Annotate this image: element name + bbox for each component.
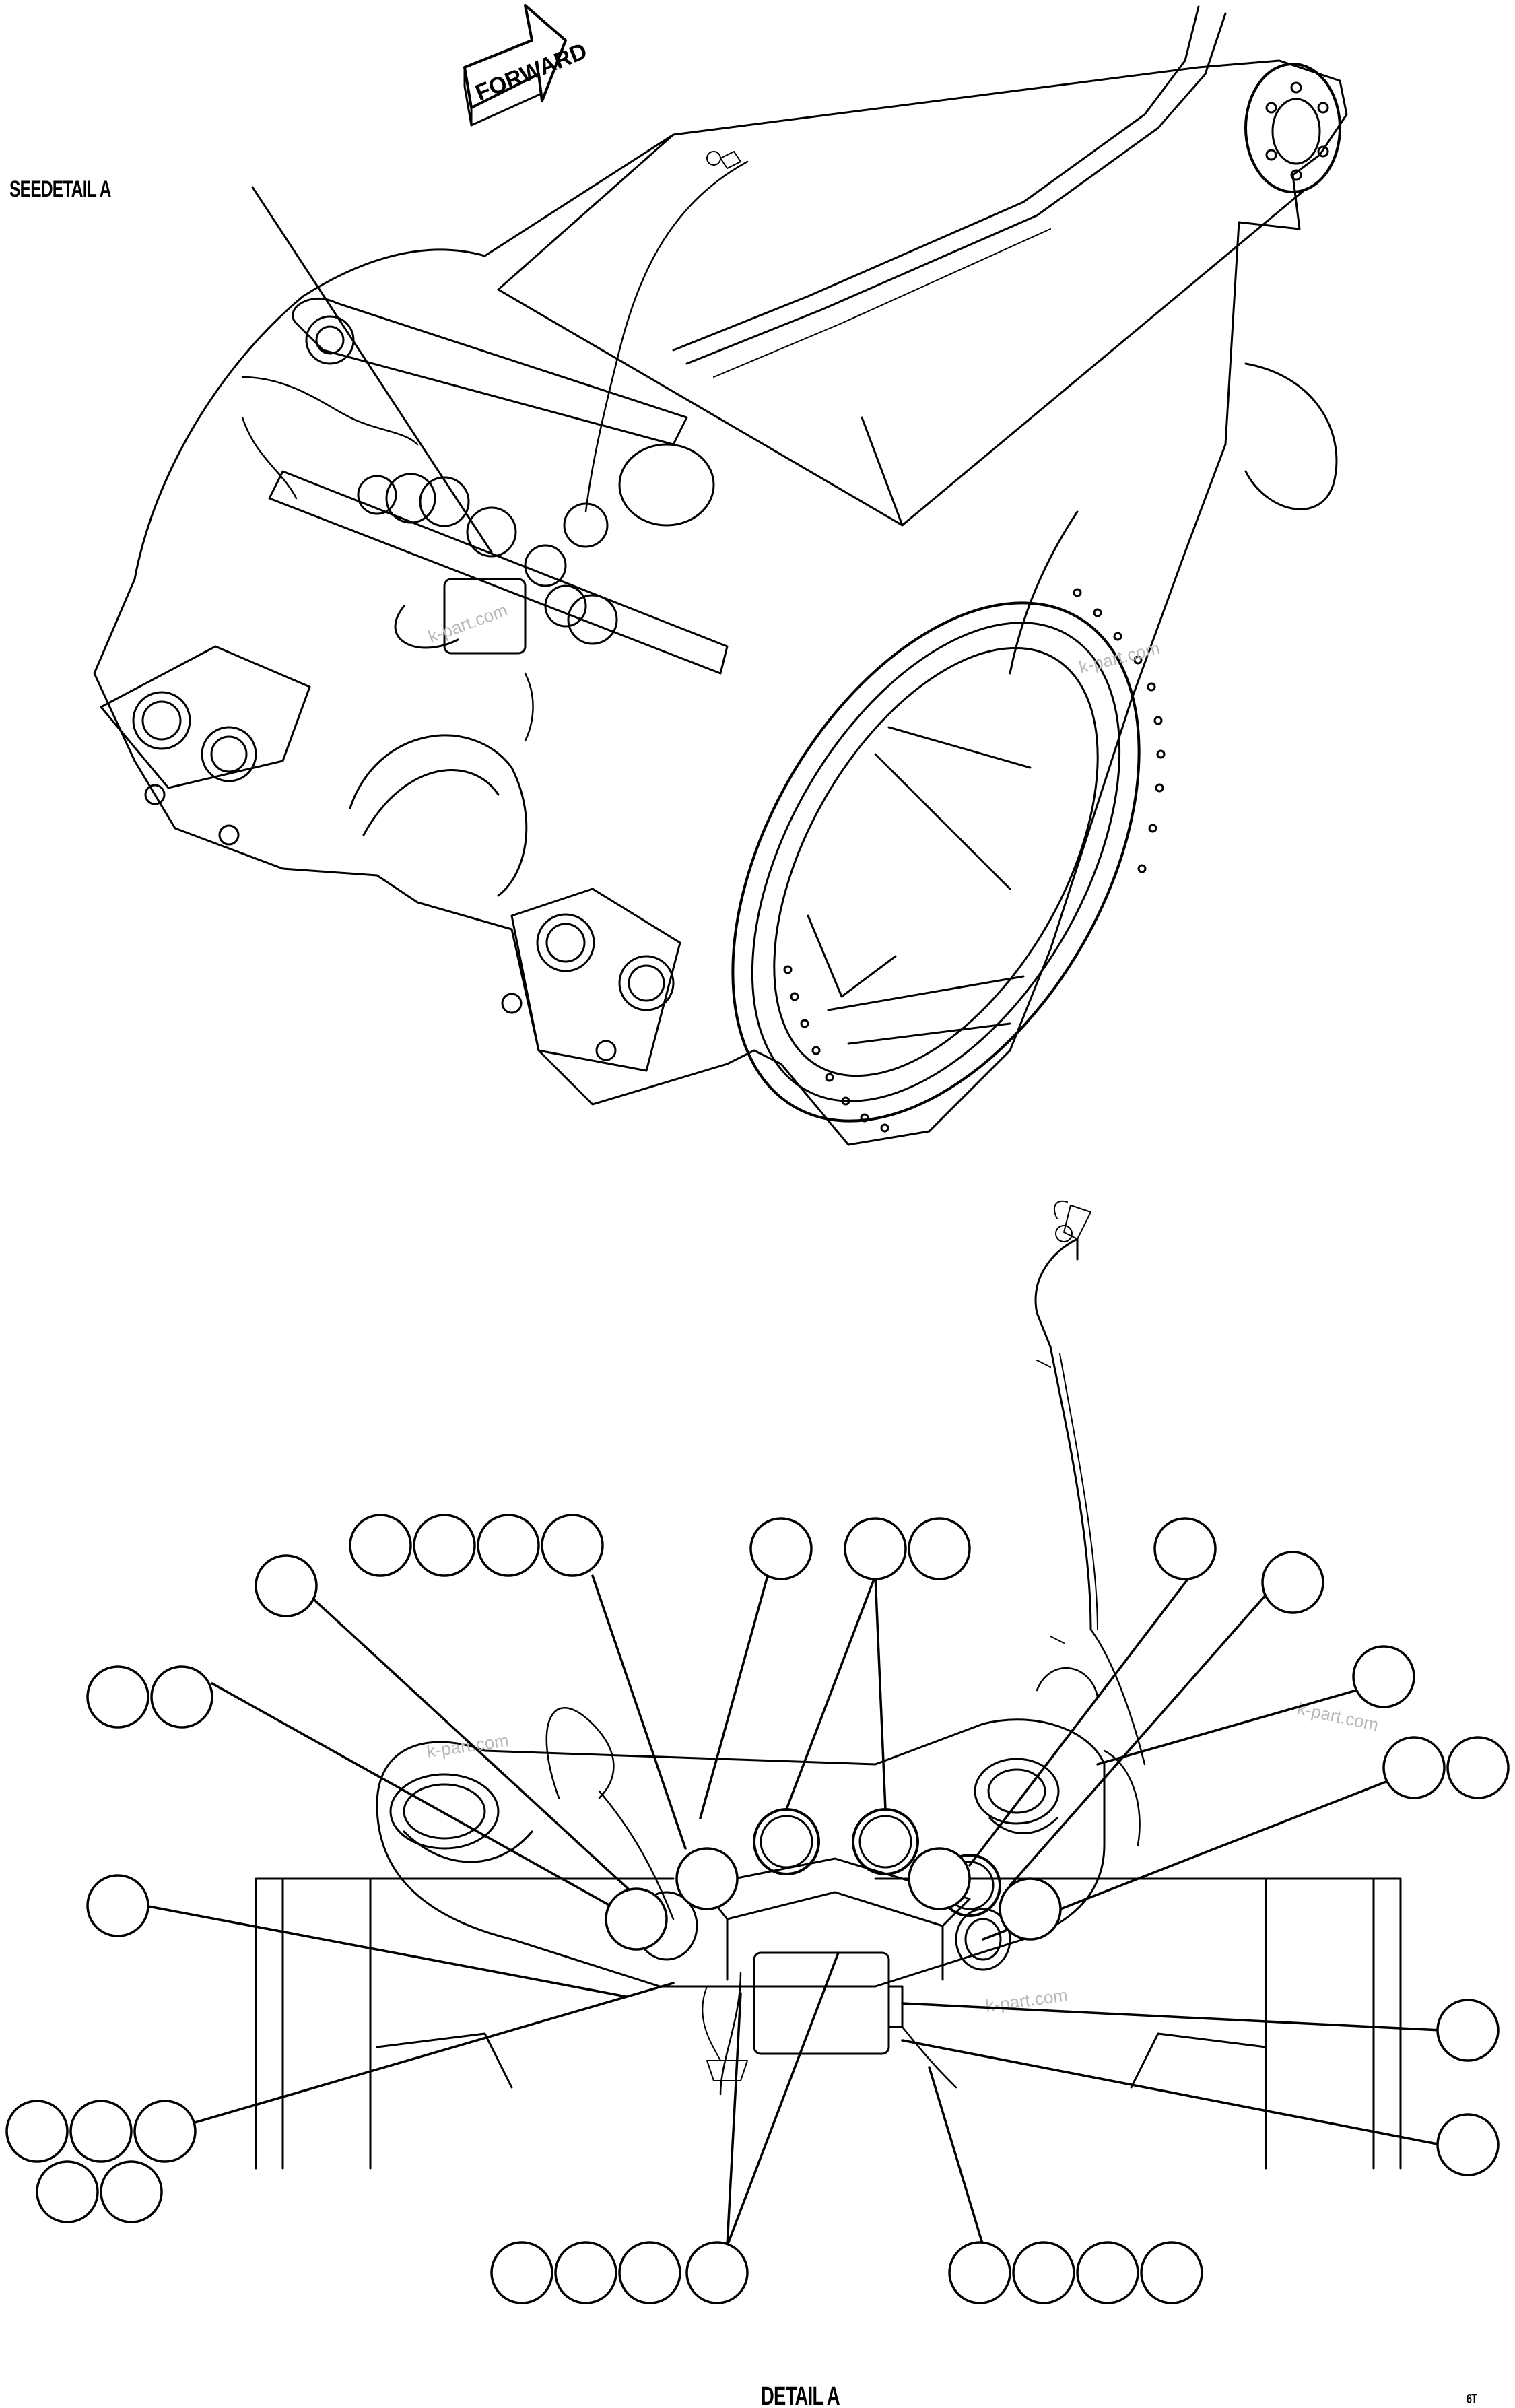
- callout-bubble: [413, 1514, 476, 1577]
- callout-bubble: [1012, 2241, 1075, 2304]
- brake-gauge-cluster-overview: [268, 443, 729, 675]
- sheet-code: 6T: [1467, 2392, 1477, 2407]
- callout-bubble: [477, 1514, 540, 1577]
- forward-arrow-icon: FORWARD: [463, 4, 591, 127]
- see-detail-leader-line: [251, 186, 493, 554]
- callout-bubble: [999, 1877, 1062, 1941]
- callout-group-bottom-left: [490, 2241, 749, 2304]
- callout-bubble: [490, 2241, 553, 2304]
- detail-a-view: k-part.com k-part.com k-part.com: [255, 1200, 1402, 2170]
- callout-bubble: [948, 2241, 1011, 2304]
- callout-bubble: [86, 1874, 149, 1937]
- callout-bubble: [100, 2160, 163, 2223]
- callout-bubble: [1446, 1736, 1510, 1799]
- callout-group-left-lower: [5, 2100, 197, 2223]
- watermark-detail-left: k-part.com: [426, 1730, 510, 1762]
- callout-bubble: [1261, 1551, 1324, 1614]
- axle-housing-iso-view: FORWARD: [93, 4, 1348, 1146]
- callout-bubble: [908, 1847, 971, 1910]
- callout-bubble: [675, 1847, 739, 1910]
- callout-group-bottom-right: [948, 2241, 1203, 2304]
- callout-bubble: [685, 2241, 749, 2304]
- callout-bubble: [133, 2100, 197, 2163]
- callout-bubble: [5, 2100, 69, 2163]
- callout-bubble: [844, 1517, 907, 1580]
- watermark-top: k-part.com: [1077, 638, 1162, 677]
- detail-a-title: DETAIL A: [761, 2382, 840, 2408]
- callout-bubble: [69, 2100, 133, 2163]
- callout-bubble: [1436, 1999, 1500, 2062]
- callout-bubble: [1140, 2241, 1203, 2304]
- callout-bubble: [749, 1517, 813, 1580]
- callout-bubble: [908, 1517, 971, 1580]
- see-detail-a-label: SEEDETAIL A: [9, 176, 111, 202]
- callout-group-top-left: [349, 1514, 604, 1577]
- callout-bubble: [1382, 1736, 1446, 1799]
- callout-bubble: [1352, 1645, 1415, 1708]
- watermark-top-left: k-part.com: [426, 599, 510, 646]
- callout-bubble: [150, 1665, 213, 1729]
- callout-bubble: [86, 1665, 149, 1729]
- controller-box: [753, 1951, 890, 2055]
- callout-bubble: [36, 2160, 99, 2223]
- callouts: [5, 1514, 1510, 2304]
- callout-bubble: [554, 2241, 617, 2304]
- callout-bubble: [255, 1554, 318, 1617]
- callout-bubble: [541, 1514, 604, 1577]
- callout-bubble: [1076, 2241, 1139, 2304]
- callout-bubble: [349, 1514, 412, 1577]
- callout-bubble: [605, 1887, 668, 1951]
- callout-bubble: [1153, 1517, 1217, 1580]
- callout-bubble: [1436, 2113, 1500, 2176]
- ring-bolt-holes: [783, 588, 1166, 1133]
- callout-bubble: [618, 2241, 681, 2304]
